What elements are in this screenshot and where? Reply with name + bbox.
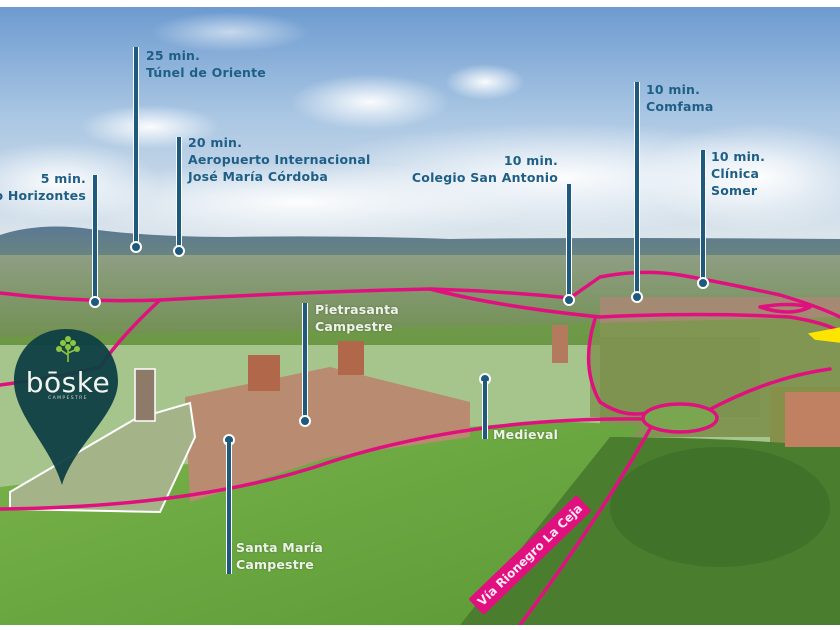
aerial-photo-background: [0, 7, 840, 625]
marker-line-aeropuerto: [176, 137, 182, 249]
project-subtitle: CAMPESTRE: [48, 396, 88, 401]
marker-line-horizontes: [92, 175, 98, 300]
neighbor-pietrasanta: Pietrasanta Campestre: [315, 301, 399, 335]
destination-time: 5 min.: [40, 171, 86, 186]
destination-name: Túnel de Oriente: [146, 65, 266, 80]
neighbor-name-line2: Campestre: [236, 557, 314, 572]
neighbor-santamaria: Santa María Campestre: [236, 539, 323, 573]
project-logo: bōske CAMPESTRE: [18, 366, 118, 402]
destination-aeropuerto: 20 min. Aeropuerto Internacional José Ma…: [188, 134, 371, 185]
neighbor-name: Medieval: [493, 427, 559, 442]
project-location-pin[interactable]: [10, 325, 122, 490]
neighbor-medieval: Medieval: [493, 426, 558, 443]
marker-dot-pietrasanta[interactable]: [299, 415, 311, 427]
destination-time: 10 min.: [503, 153, 558, 168]
marker-line-comfama: [634, 82, 640, 297]
destination-name-line2: José María Córdoba: [188, 169, 329, 184]
destination-name: o Horizontes: [0, 188, 86, 203]
destination-name: Aeropuerto Internacional: [188, 152, 371, 167]
tree-icon: [56, 336, 80, 362]
destination-time: 25 min.: [146, 48, 201, 63]
destination-time: 10 min.: [711, 149, 766, 164]
marker-line-tunel: [133, 47, 139, 247]
destination-name: Clínica: [711, 166, 760, 181]
neighbor-name: Pietrasanta: [315, 302, 399, 317]
destination-colegio: 10 min. Colegio San Antonio: [390, 152, 558, 186]
destination-horizontes: 5 min. o Horizontes: [0, 170, 86, 204]
destination-time: 10 min.: [646, 82, 701, 97]
marker-line-medieval: [482, 381, 488, 439]
marker-dot-aeropuerto[interactable]: [173, 245, 185, 257]
destination-clinica: 10 min. Clínica Somer: [711, 148, 765, 199]
destination-comfama: 10 min. Comfama: [646, 81, 714, 115]
aerial-map: bōske CAMPESTRE 5 min. o Horizontes 25 m…: [0, 7, 840, 625]
destination-time: 20 min.: [188, 135, 243, 150]
marker-dot-colegio[interactable]: [563, 294, 575, 306]
marker-line-colegio: [566, 184, 572, 299]
marker-line-clinica: [700, 150, 706, 283]
project-name: bōske: [25, 366, 111, 399]
destination-name-line2: Somer: [711, 183, 758, 198]
destination-tunel: 25 min. Túnel de Oriente: [146, 47, 266, 81]
marker-dot-tunel[interactable]: [130, 241, 142, 253]
marker-line-pietrasanta: [302, 303, 308, 421]
destination-name: Comfama: [646, 99, 714, 114]
marker-dot-horizontes[interactable]: [89, 296, 101, 308]
neighbor-name-line2: Campestre: [315, 319, 393, 334]
neighbor-name: Santa María: [236, 540, 324, 555]
marker-dot-clinica[interactable]: [697, 277, 709, 289]
destination-name: Colegio San Antonio: [411, 170, 558, 185]
marker-dot-comfama[interactable]: [631, 291, 643, 303]
marker-line-santamaria: [226, 442, 232, 574]
